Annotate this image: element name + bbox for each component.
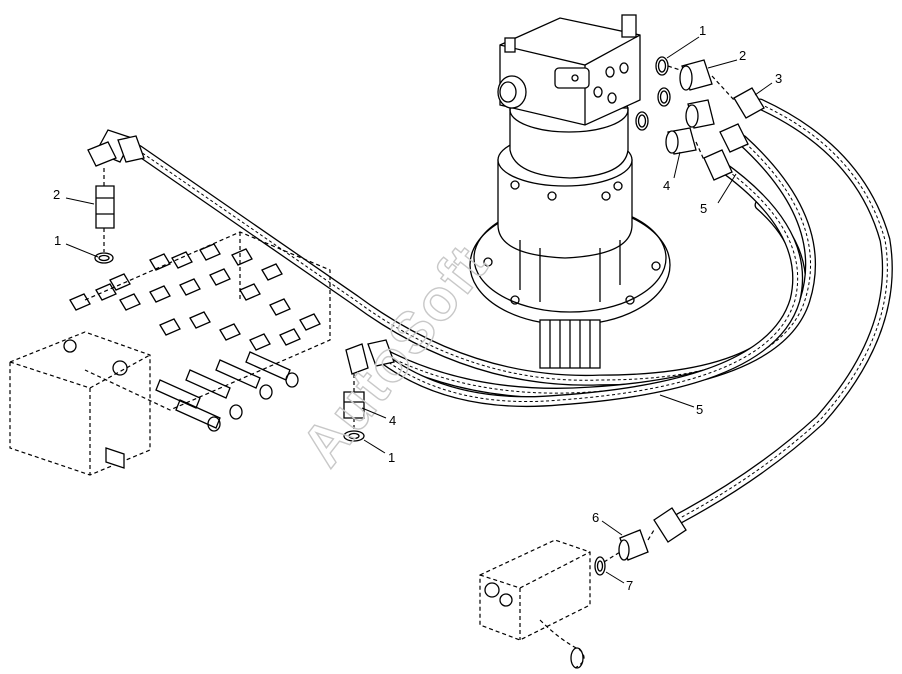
- callout-5-top: 5: [700, 201, 707, 216]
- callout-3-top: 3: [775, 71, 782, 86]
- elbow-fitting-top: [665, 127, 697, 155]
- adapter-fitting-bottom: [618, 529, 649, 561]
- callout-6-bottom: 6: [592, 510, 599, 525]
- bottom-component-housing: [479, 539, 591, 669]
- callout-4-mid: 4: [389, 413, 396, 428]
- straight-adapter-left: [95, 185, 115, 229]
- callout-2-top: 2: [739, 48, 746, 63]
- callout-1-mid: 1: [388, 450, 395, 465]
- hose-end-nut-top-5a: [719, 123, 749, 153]
- hose-end-nut-left: [117, 135, 145, 163]
- adapter-fitting-top-lower: [685, 99, 715, 129]
- adapter-fitting-mid: [343, 391, 365, 419]
- hose-end-nut-mid: [367, 339, 395, 367]
- hose-end-nut-top-5b: [703, 149, 733, 181]
- hose-long-to-bottom-unit: [674, 98, 893, 524]
- callout-2-left: 2: [53, 187, 60, 202]
- o-ring-top-3: [635, 111, 649, 131]
- callout-4-top: 4: [663, 178, 670, 193]
- swing-motor-assembly: [469, 14, 671, 369]
- hose-end-nut-bottom: [653, 507, 687, 543]
- callout-1-left: 1: [54, 233, 61, 248]
- callout-5-mid: 5: [696, 402, 703, 417]
- o-ring-top-1: [655, 56, 669, 76]
- hose-lower-middle: [374, 159, 804, 408]
- elbow-fitting-mid: [345, 343, 369, 375]
- o-ring-left: [94, 252, 114, 264]
- callout-1-top: 1: [699, 23, 706, 38]
- callout-leaders: [65, 36, 773, 584]
- o-ring-mid: [343, 430, 365, 442]
- control-valve-block: [9, 231, 331, 476]
- o-ring-top-2: [657, 87, 671, 107]
- callout-7-bottom: 7: [626, 578, 633, 593]
- straight-adapter-fitting-top: [679, 59, 713, 91]
- valve-spool-fittings: [69, 243, 321, 469]
- o-ring-bottom: [594, 556, 606, 576]
- hose-end-nut-top-3: [733, 87, 765, 119]
